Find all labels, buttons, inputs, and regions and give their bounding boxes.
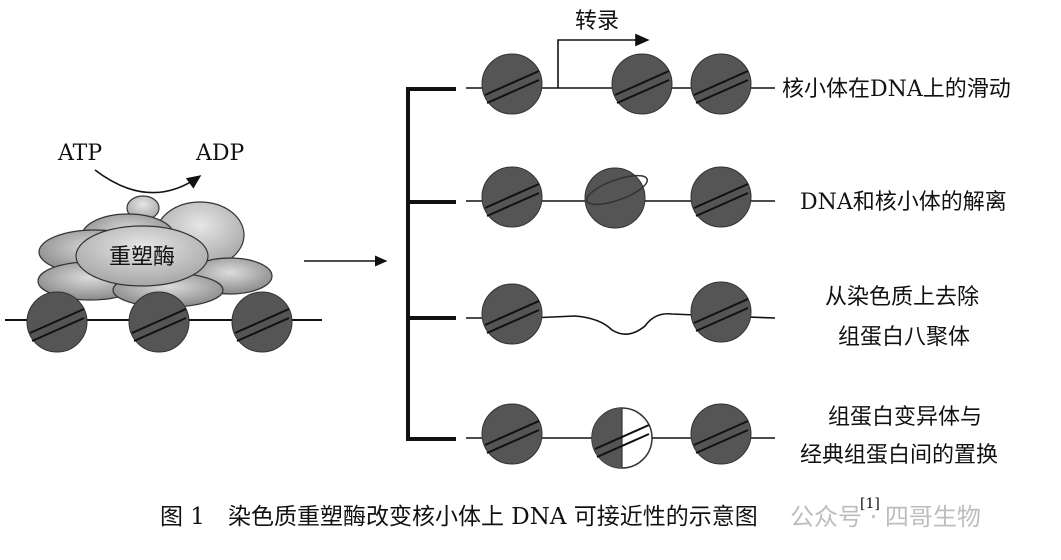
nucleosome [481,283,543,345]
removal-label-line1: 从染色质上去除 [825,285,979,310]
atp-label: ATP [57,141,102,166]
nucleosome [611,53,673,115]
figure-caption: 图 1 染色质重塑酶改变核小体上 DNA 可接近性的示意图 [160,504,758,530]
row-dissociation: DNA和核小体的解离 [466,166,1007,229]
variant-nucleosome [591,407,653,469]
row-octamer-removal: 从染色质上去除 组蛋白八聚体 [466,281,979,350]
remodeler-label: 重塑酶 [109,245,175,270]
remodeler-body [75,225,209,287]
nucleosome [481,53,543,115]
watermark: 公众号 · 四哥生物 [790,503,981,531]
nucleosome [690,403,752,465]
sliding-label: 核小体在DNA上的滑动 [782,77,1011,102]
exchange-label-line2: 经典组蛋白间的置换 [800,443,998,468]
nucleosome [481,166,543,228]
free-dna [529,312,776,335]
nucleosome [690,281,752,343]
nucleosome [690,166,752,228]
caption-reference: [1] [860,496,880,512]
row-variant-exchange: 组蛋白变异体与 经典组蛋白间的置换 [466,403,998,469]
nucleosome [26,291,88,353]
nucleosome [690,53,752,115]
dissociating-nucleosome [584,167,649,229]
exchange-label-line1: 组蛋白变异体与 [828,405,982,430]
nucleosome [128,291,190,353]
row-sliding: 转录 核小体在DNA上的滑动 [466,9,1011,115]
left-chromatin: 重塑酶 ATP ADP [5,141,322,353]
nucleosome [481,403,543,465]
remodeler-complex [37,195,273,308]
adp-label: ADP [195,141,245,166]
transcription-label: 转录 [575,9,619,34]
nucleosome [231,291,293,353]
transcription-arrow [557,33,650,88]
dissociation-label: DNA和核小体的解离 [800,190,1007,215]
removal-label-line2: 组蛋白八聚体 [838,325,970,350]
outcome-bracket [406,87,456,441]
atp-adp-arrow [94,169,202,194]
